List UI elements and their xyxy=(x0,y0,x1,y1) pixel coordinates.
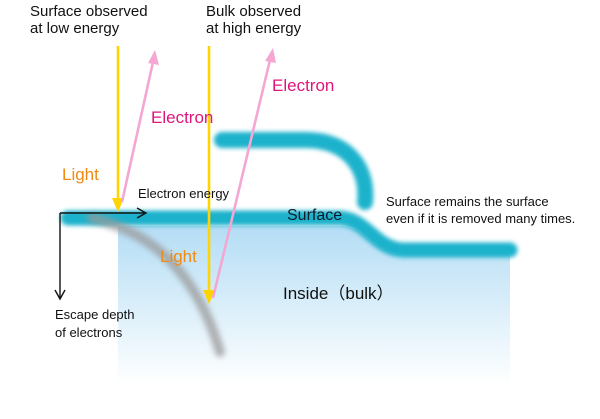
label-electron-left: Electron xyxy=(151,108,214,127)
escape-depth-curve xyxy=(87,213,225,357)
label-bulk-high-energy: Bulk observed at high energy xyxy=(206,3,302,37)
label-inside-bulk: Inside（bulk） xyxy=(283,284,394,303)
label-electron-right: Electron xyxy=(272,76,335,95)
label-surface-note: Surface remains the surface even if it i… xyxy=(386,194,576,226)
removed-surface-layer xyxy=(214,132,374,210)
light-beam-low-energy xyxy=(112,46,124,212)
electron-arrow-high-energy xyxy=(211,48,276,299)
label-light-left: Light xyxy=(62,165,99,184)
energy-depth-axes xyxy=(54,207,148,301)
label-surface: Surface xyxy=(287,207,343,224)
light-beam-high-energy xyxy=(203,46,215,304)
label-surface-low-energy: Surface observed at low energy xyxy=(30,3,148,37)
label-light-mid: Light xyxy=(160,247,197,266)
label-electron-energy: Electron energy xyxy=(138,186,230,201)
label-escape-depth: Escape depth of electrons xyxy=(55,307,135,341)
electron-arrow-low-energy xyxy=(120,50,159,203)
surface-layer xyxy=(60,210,518,258)
